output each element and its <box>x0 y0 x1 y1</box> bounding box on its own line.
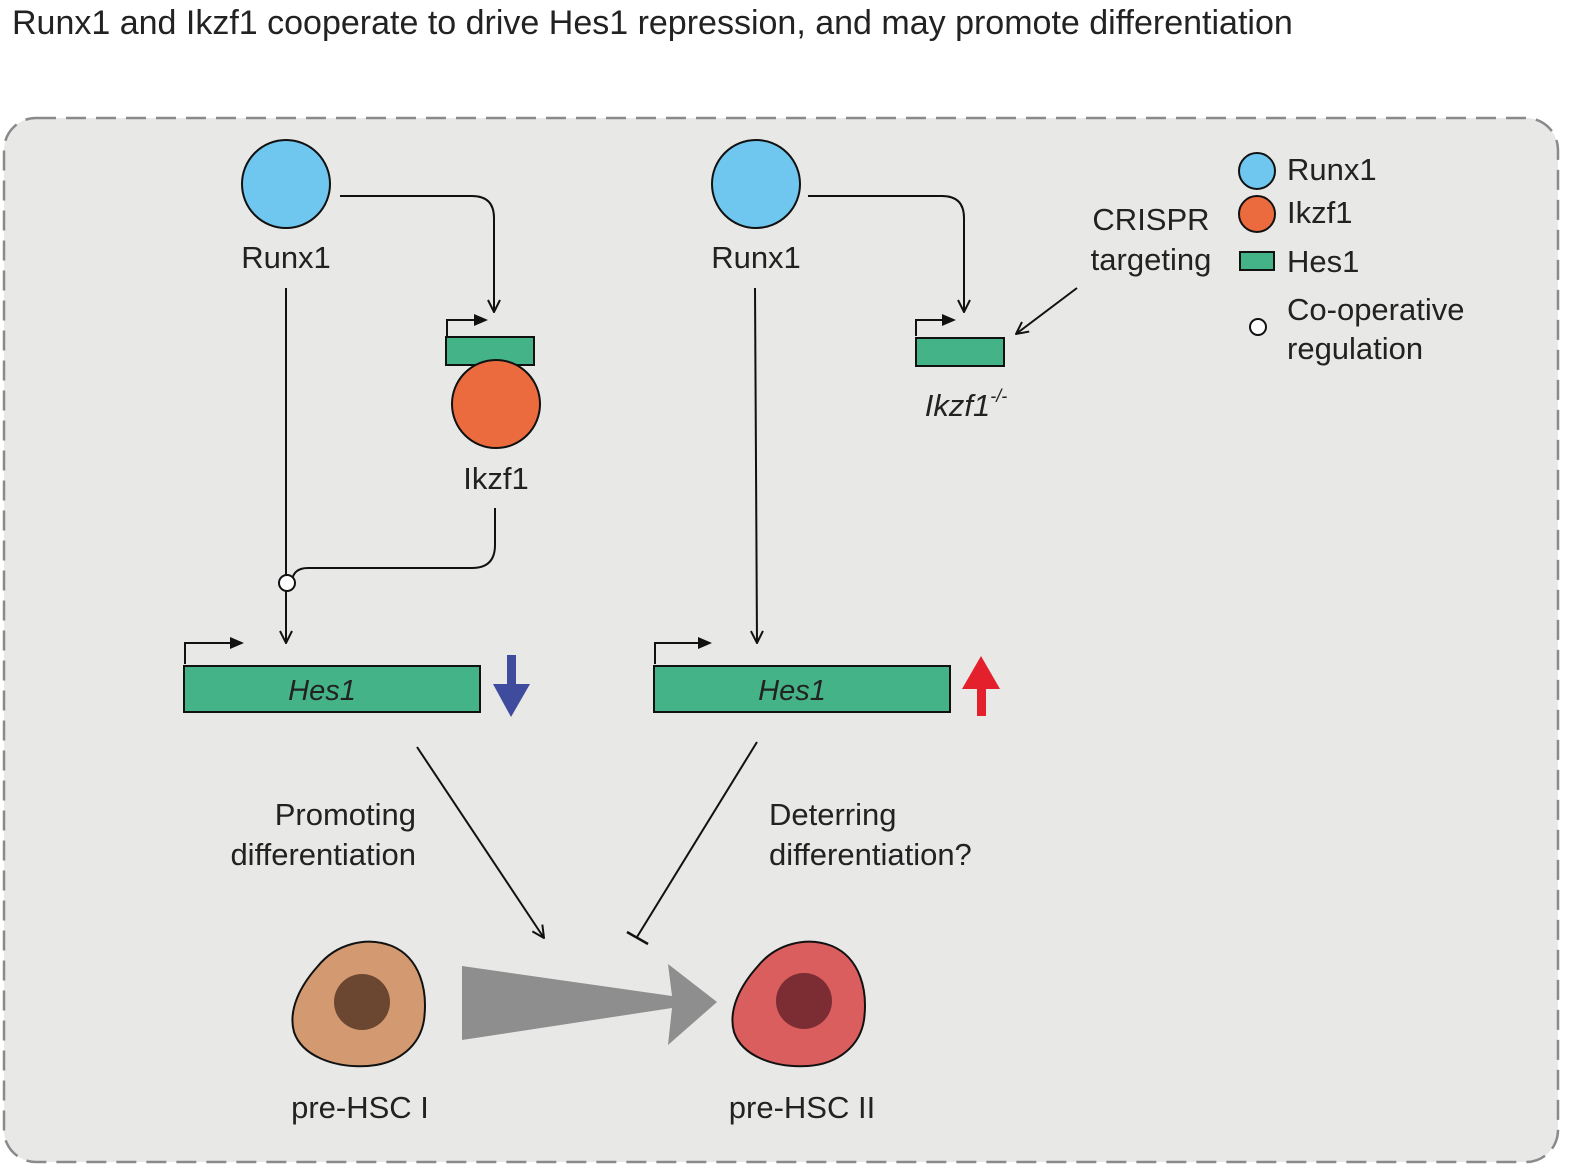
legend-runx1-icon <box>1238 152 1276 190</box>
legend-cooperative-line2: regulation <box>1287 331 1423 366</box>
deterring-inhibition-line <box>636 741 758 938</box>
legend-hes1-icon <box>1239 251 1275 271</box>
pre-hsc-ii-nucleus <box>776 973 832 1029</box>
figure-title: Runx1 and Ikzf1 cooperate to drive Hes1 … <box>12 4 1293 42</box>
legend-ikzf1-label: Ikzf1 <box>1287 195 1352 230</box>
ikzf1-knockout-gene: Ikzf1 <box>925 388 990 423</box>
hes1-gene-label-right: Hes1 <box>758 675 826 707</box>
pre-hsc-i-nucleus <box>334 974 390 1030</box>
pre-hsc-i-cell <box>291 940 426 1068</box>
hes1-down-arrow <box>493 655 530 717</box>
runx1-label-left: Runx1 <box>241 240 331 275</box>
runx1-to-ikzf1-arrow-right <box>808 195 964 312</box>
pre-hsc-ii-label: pre-HSC II <box>729 1090 875 1125</box>
runx1-to-ikzf1-arrow <box>340 195 494 312</box>
hes1-gene-box-left <box>183 665 481 713</box>
legend-cooperative-line1: Co-operative <box>1287 292 1464 327</box>
crispr-label-line1: CRISPR <box>1092 202 1209 237</box>
left-panel: Runx1 Ikzf1 Hes1 Promoting differentiati… <box>183 139 544 938</box>
ikzf1-promoter-right <box>915 314 956 336</box>
promoting-label-line2: differentiation <box>230 837 416 872</box>
hes1-gene-label-left: Hes1 <box>288 675 356 707</box>
deterring-label-line2: differentiation? <box>769 837 972 872</box>
diagram-panel <box>2 116 1560 1164</box>
ikzf1-knockout-genotype: -/- <box>990 386 1007 406</box>
right-panel: Runx1 Ikzf1-/- CRISPR targeting Hes1 Det… <box>626 139 1212 946</box>
deterring-label-line1: Deterring <box>769 797 897 832</box>
ikzf1-gene-box-right <box>915 337 1005 367</box>
deterring-inhibition-bar <box>626 930 649 946</box>
ikzf1-label-left: Ikzf1 <box>463 461 528 496</box>
promoting-label-line1: Promoting <box>275 797 416 832</box>
hes1-gene-box-right <box>653 665 951 713</box>
promoting-arrow <box>416 746 544 938</box>
hes1-up-arrow <box>962 656 1000 716</box>
pre-hsc-ii-cell <box>731 940 866 1068</box>
legend-cooperative-icon <box>1249 318 1267 336</box>
legend-hes1-label: Hes1 <box>1287 244 1359 279</box>
cooperative-node <box>278 574 296 592</box>
ikzf1-to-hes1-line <box>291 508 496 581</box>
differentiation-transition-arrow <box>462 964 717 1045</box>
ikzf1-protein-left <box>451 359 541 449</box>
runx1-protein-left <box>241 139 331 229</box>
hes1-promoter-right <box>654 637 712 664</box>
hes1-promoter-left <box>184 637 244 664</box>
legend-runx1-label: Runx1 <box>1287 152 1377 187</box>
legend: Runx1 Ikzf1 Hes1 Co-operative regulation <box>1238 152 1464 366</box>
pre-hsc-i-label: pre-HSC I <box>291 1090 429 1125</box>
crispr-arrow <box>1016 287 1078 334</box>
crispr-label-line2: targeting <box>1091 242 1212 277</box>
legend-ikzf1-icon <box>1238 195 1276 233</box>
ikzf1-knockout-label: Ikzf1-/- <box>925 386 1007 423</box>
runx1-label-right: Runx1 <box>711 240 801 275</box>
ikzf1-promoter-left <box>446 314 488 336</box>
runx1-protein-right <box>711 139 801 229</box>
runx1-to-hes1-line-right <box>755 287 757 643</box>
